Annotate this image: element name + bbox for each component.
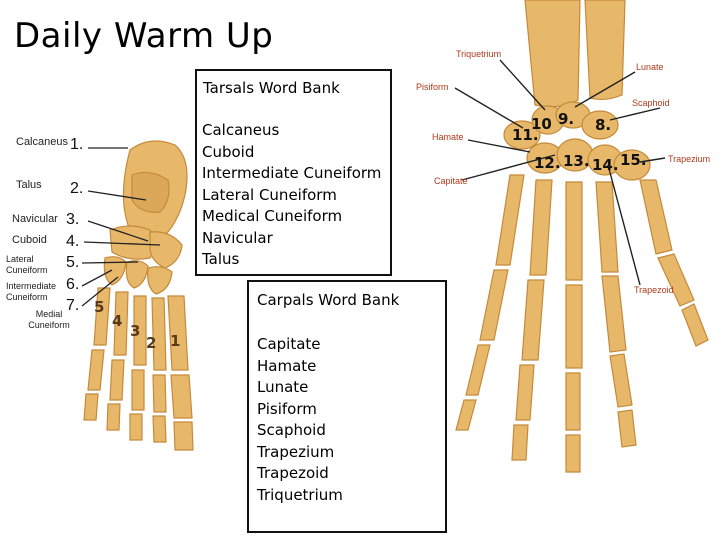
foot-number-5: 5. [66,254,80,271]
hand-number-15: 15. [620,151,647,169]
label-trapezium: Trapezium [668,154,711,164]
foot-leader-lines [81,147,161,307]
carpal-word: Scaphoid [257,421,326,439]
slide-title: Daily Warm Up [14,16,274,56]
label-intermediate-cuneiform: Intermediate Cuneiform [6,281,57,302]
foot-toe-numbers: 5 4 3 2 1 [94,298,180,352]
tarsal-word: Intermediate Cuneiform [202,164,382,182]
carpals-word-bank-title: Carpals Word Bank [257,291,400,309]
toe-number-4: 4 [112,312,122,330]
hand-number-9: 9. [558,110,575,128]
foot-bones [83,140,194,451]
foot-number-4: 4. [66,233,80,250]
label-capitate: Capitate [434,176,468,186]
toe-number-3: 3 [130,322,140,340]
toe-number-2: 2 [146,334,156,352]
foot-number-7: 7. [66,297,80,314]
carpal-word: Lunate [257,378,309,396]
label-hamate: Hamate [432,132,464,142]
tarsal-word: Cuboid [202,142,255,161]
label-navicular: Navicular [12,213,58,225]
carpal-word: Trapezoid [257,464,329,482]
tarsal-word: Calcaneus [202,121,280,139]
foot-number-2: 2. [70,180,84,197]
label-triquetrium: Triquetrium [456,49,502,59]
label-scaphoid: Scaphoid [632,98,670,108]
tarsal-word: Talus [202,250,240,268]
carpal-word: Trapezium [257,442,335,461]
toe-number-1: 1 [170,332,180,350]
carpal-word: Capitate [257,335,321,353]
tarsal-word: Medical Cuneiform [202,207,343,225]
label-pisiform: Pisiform [416,82,449,92]
hand-number-13: 13. [563,152,590,170]
hand-number-12: 12. [534,154,561,172]
toe-number-5: 5 [94,298,104,316]
label-lateral-cuneiform: Lateral Cuneiform [6,254,48,275]
carpal-word: Hamate [257,356,317,375]
label-medial-cuneiform: Medial Cuneiform [28,309,70,330]
label-trapezoid: Trapezoid [634,285,674,295]
hand-number-11: 11. [512,126,539,144]
carpals-word-bank: Carpals Word Bank Capitate Hamate Lunate… [247,280,447,533]
foot-number-3: 3. [66,211,80,228]
tarsals-word-list: Calcaneus Cuboid Intermediate Cuneiform … [202,120,381,271]
foot-number-1: 1. [70,136,84,153]
carpals-word-list: Capitate Hamate Lunate Pisiform Scaphoid… [257,334,343,506]
hand-number-14: 14. [592,156,619,174]
label-calcaneus: Calcaneus [16,136,68,148]
hand-bones [455,0,709,473]
tarsals-word-bank: Tarsals Word Bank Calcaneus Cuboid Inter… [195,69,392,276]
hand-leader-lines [454,59,666,286]
label-lunate: Lunate [636,62,664,72]
carpal-word: Pisiform [257,399,317,418]
tarsals-word-bank-title: Tarsals Word Bank [203,79,340,97]
tarsal-word: Navicular [202,228,273,247]
hand-number-8: 8. [595,116,612,134]
label-talus: Talus [16,179,42,191]
tarsal-word: Lateral Cuneiform [202,185,337,204]
carpal-word: Triquetrium [257,485,343,504]
hand-number-10: 10 [531,115,552,133]
foot-number-6: 6. [66,276,80,293]
label-cuboid: Cuboid [12,234,47,246]
